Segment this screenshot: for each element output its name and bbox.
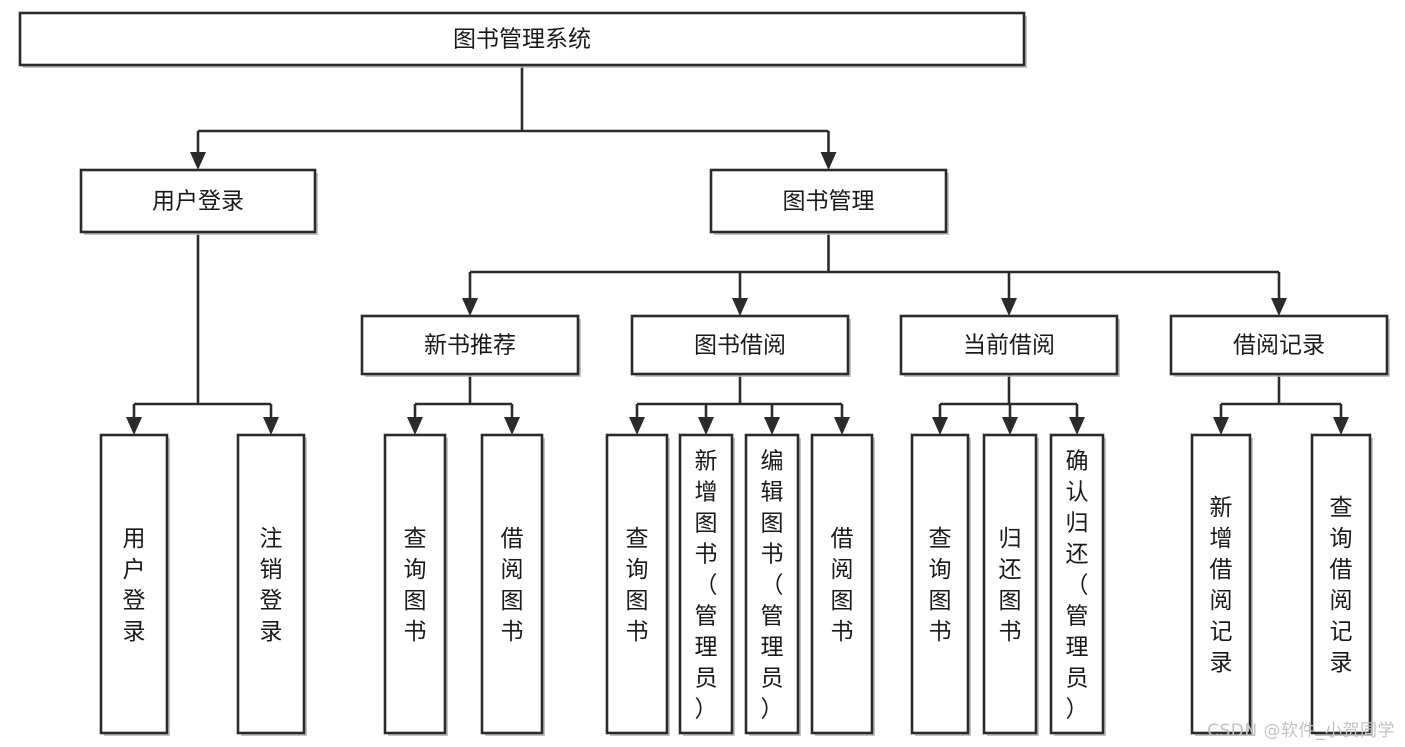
arrow-head-icon bbox=[698, 417, 714, 435]
node-current-borrow[interactable]: 当前借阅 bbox=[899, 314, 1120, 377]
node-book-management[interactable]: 图书管理 bbox=[709, 168, 949, 235]
arrow-head-icon bbox=[504, 417, 520, 435]
node-leaf-query-book-3[interactable]: 查询图书 bbox=[910, 433, 971, 736]
node-label: 用户登录 bbox=[152, 189, 244, 215]
node-book-borrow[interactable]: 图书借阅 bbox=[630, 314, 851, 377]
node-label: 新书推荐 bbox=[424, 333, 516, 359]
node-label: 归还图书 bbox=[999, 526, 1022, 645]
arrow-head-icon bbox=[1002, 417, 1018, 435]
node-label: 借阅记录 bbox=[1233, 333, 1325, 359]
arrow-head-icon bbox=[834, 417, 850, 435]
node-leaf-edit-book[interactable]: 编辑图书（管理员） bbox=[744, 433, 801, 736]
node-leaf-borrow-book-2[interactable]: 借阅图书 bbox=[810, 433, 875, 736]
arrow-head-icon bbox=[407, 417, 423, 435]
node-label: 查询借阅记录 bbox=[1330, 495, 1353, 676]
node-label: 新增借阅记录 bbox=[1210, 495, 1233, 676]
node-leaf-user-logout[interactable]: 注销登录 bbox=[236, 433, 307, 736]
arrow-head-icon bbox=[732, 298, 748, 316]
arrow-head-icon bbox=[1271, 298, 1287, 316]
node-borrow-record[interactable]: 借阅记录 bbox=[1169, 314, 1390, 377]
csdn-watermark: CSDN @软件_小贺同学 bbox=[1207, 721, 1395, 741]
node-leaf-query-record[interactable]: 查询借阅记录 bbox=[1310, 433, 1373, 736]
node-leaf-borrow-book-1[interactable]: 借阅图书 bbox=[480, 433, 545, 736]
node-leaf-user-login[interactable]: 用户登录 bbox=[99, 433, 170, 736]
node-leaf-add-book[interactable]: 新增图书（管理员） bbox=[678, 433, 735, 736]
arrow-head-icon bbox=[629, 417, 645, 435]
node-label: 注销登录 bbox=[260, 526, 283, 645]
arrow-head-icon bbox=[190, 152, 206, 170]
node-label: 新增图书（管理员） bbox=[695, 449, 718, 723]
node-label: 图书借阅 bbox=[694, 333, 786, 359]
node-label: 查询图书 bbox=[626, 526, 649, 645]
node-label: 当前借阅 bbox=[963, 333, 1055, 359]
node-user-login[interactable]: 用户登录 bbox=[79, 168, 318, 235]
node-label: 查询图书 bbox=[404, 526, 427, 645]
node-leaf-query-book-1[interactable]: 查询图书 bbox=[383, 433, 448, 736]
node-leaf-confirm-return[interactable]: 确认归还（管理员） bbox=[1049, 433, 1106, 736]
node-label: 用户登录 bbox=[123, 526, 146, 645]
node-label: 确认归还（管理员） bbox=[1066, 449, 1089, 723]
node-leaf-return-book[interactable]: 归还图书 bbox=[982, 433, 1039, 736]
arrow-head-icon bbox=[1333, 417, 1349, 435]
node-label: 查询图书 bbox=[929, 526, 952, 645]
arrow-head-icon bbox=[263, 417, 279, 435]
arrow-head-icon bbox=[932, 417, 948, 435]
arrow-head-icon bbox=[462, 298, 478, 316]
arrow-head-icon bbox=[1069, 417, 1085, 435]
node-leaf-add-record[interactable]: 新增借阅记录 bbox=[1190, 433, 1253, 736]
arrow-head-icon bbox=[1001, 298, 1017, 316]
arrow-head-icon bbox=[126, 417, 142, 435]
arrow-head-icon bbox=[764, 417, 780, 435]
node-root[interactable]: 图书管理系统 bbox=[18, 11, 1027, 68]
node-label: 借阅图书 bbox=[831, 526, 854, 645]
node-label: 图书管理系统 bbox=[453, 27, 591, 53]
arrow-head-icon bbox=[1213, 417, 1229, 435]
node-label: 编辑图书（管理员） bbox=[761, 449, 784, 723]
node-leaf-query-book-2[interactable]: 查询图书 bbox=[605, 433, 670, 736]
node-label: 借阅图书 bbox=[501, 526, 524, 645]
node-label: 图书管理 bbox=[783, 189, 875, 215]
node-new-book-recommend[interactable]: 新书推荐 bbox=[360, 314, 581, 377]
arrow-head-icon bbox=[820, 152, 837, 170]
